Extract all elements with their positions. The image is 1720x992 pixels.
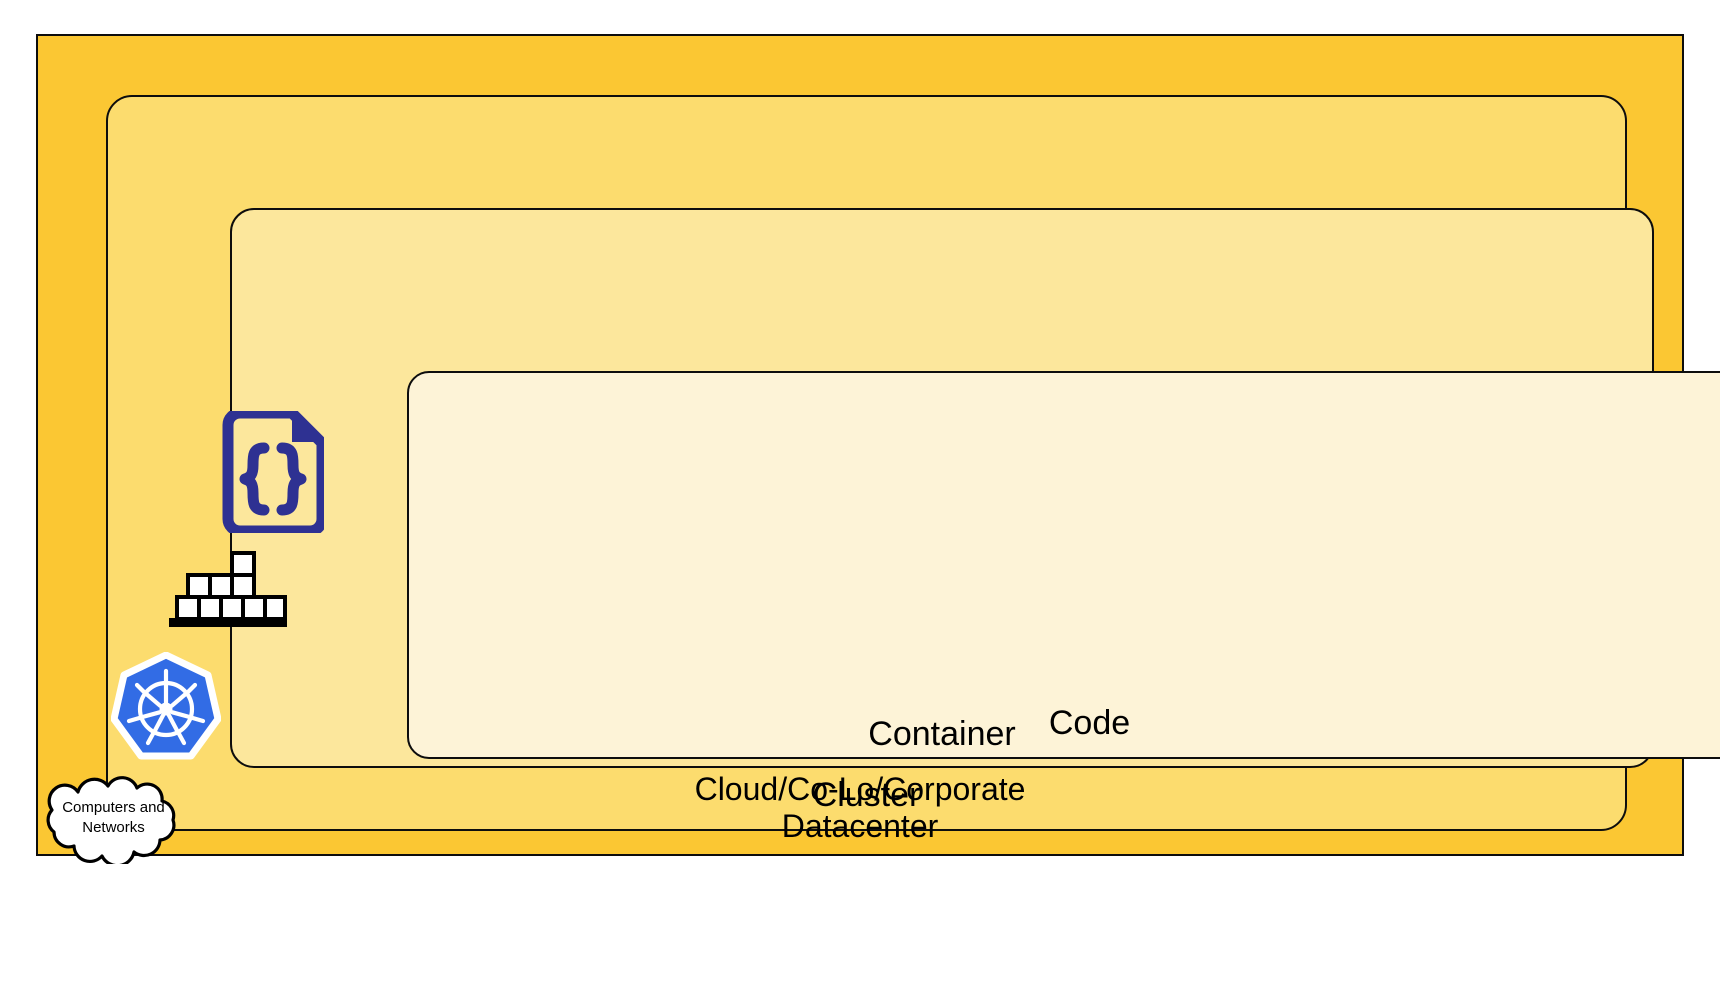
container-stack-icon: [167, 551, 289, 628]
layer-code[interactable]: Code: [407, 371, 1720, 759]
cloud-callout-label: Computers and Networks: [62, 799, 165, 836]
layer-container[interactable]: Code Container: [230, 208, 1720, 768]
layer-cluster[interactable]: Code Container Cluster: [106, 95, 1720, 831]
computers-and-networks-callout[interactable]: Computers and Networks: [36, 772, 191, 864]
code-file-icon: [220, 407, 328, 537]
layer-label-cluster: Cluster: [812, 775, 921, 814]
layer-label-code: Code: [1048, 703, 1131, 742]
layer-label-container: Container: [868, 714, 1016, 753]
layer-label-datacenter: Cloud/Co-Lo/Corporate Datacenter: [694, 770, 1026, 845]
kubernetes-logo-icon: [110, 651, 222, 765]
cloud-shape-icon: [46, 776, 176, 864]
layer-datacenter[interactable]: Code Container Cluster Cloud/Co-Lo/Corpo…: [36, 34, 1720, 856]
